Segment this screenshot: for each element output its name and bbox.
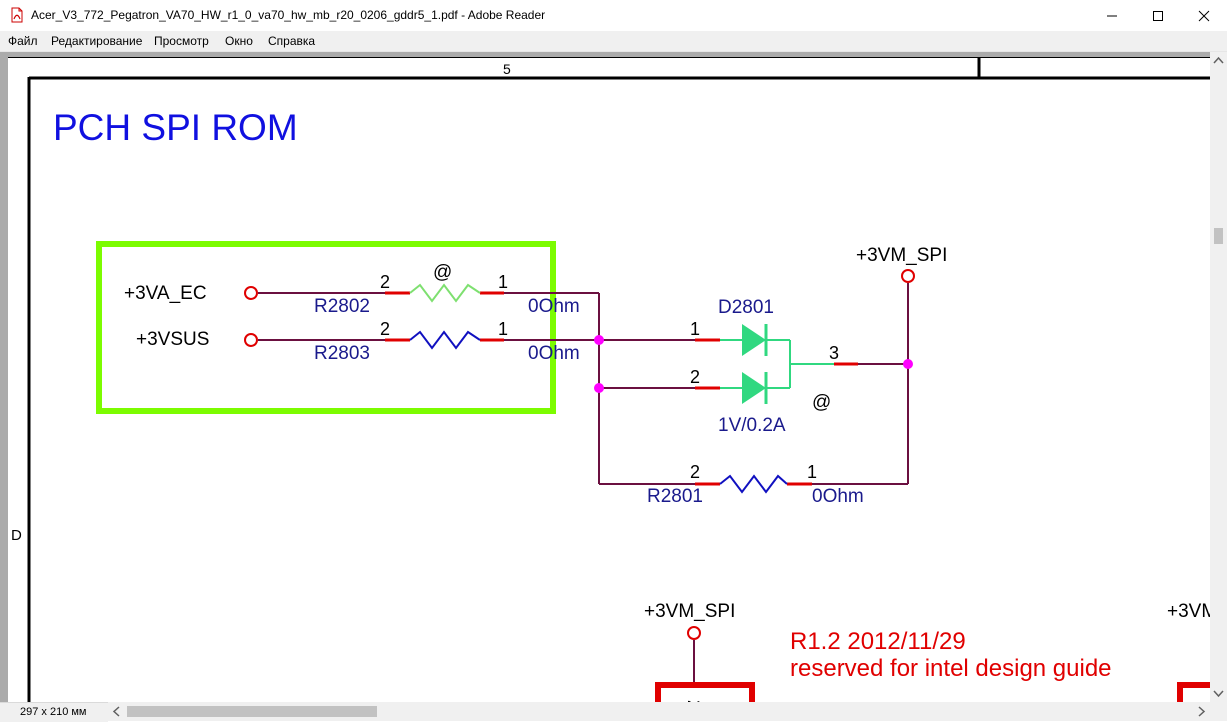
- status-bar: 297 x 210 мм: [0, 702, 108, 722]
- connector-3vm-spi-top: [901, 269, 915, 283]
- scroll-down-icon[interactable]: [1210, 685, 1227, 702]
- revision-note-line2: reserved for intel design guide: [790, 655, 1112, 682]
- maximize-icon: [1153, 10, 1163, 21]
- drawing-frame: [8, 57, 1210, 702]
- assembly-marker: @: [812, 392, 831, 413]
- schematic-title: PCH SPI ROM: [53, 107, 298, 148]
- vertical-scrollbar[interactable]: [1210, 52, 1227, 702]
- net-label-3vm-spi: +3VM_SPI: [856, 245, 947, 266]
- connector-3vm-spi-bottom: [687, 626, 701, 640]
- net-label-3vm-spi-bottom: +3VM_SPI: [644, 601, 735, 622]
- pdf-file-icon: [11, 7, 23, 23]
- horizontal-scrollbar[interactable]: [108, 702, 1210, 721]
- pin-number: 2: [380, 319, 390, 339]
- chip-outline-right: [1177, 682, 1210, 702]
- net-label-3vsus: +3VSUS: [136, 329, 209, 350]
- ref-r2803: R2803: [314, 343, 370, 364]
- connector-3va-ec: [244, 286, 258, 300]
- pin-number: 3: [829, 343, 839, 363]
- net-label-3vm-right: +3VM: [1167, 601, 1210, 622]
- pin-number: 1: [690, 319, 700, 339]
- pin-stubs: [385, 291, 858, 486]
- menu-bar: Файл Редактирование Просмотр Окно Справк…: [0, 31, 1227, 52]
- schematic-canvas: 5 D PCH SPI ROM: [8, 57, 1210, 702]
- wires: [258, 283, 909, 685]
- row-letter: D: [11, 527, 22, 544]
- chip-outline: [655, 682, 755, 702]
- menu-view[interactable]: Просмотр: [154, 34, 209, 48]
- ref-r2801: R2801: [647, 486, 703, 507]
- minimize-icon: [1107, 15, 1117, 16]
- close-button[interactable]: [1181, 0, 1227, 31]
- junction-dot: [594, 383, 604, 393]
- minimize-button[interactable]: [1089, 0, 1135, 31]
- pin-number: 2: [380, 272, 390, 292]
- window-title: Acer_V3_772_Pegatron_VA70_HW_r1_0_va70_h…: [31, 8, 546, 22]
- junction-dot: [903, 359, 913, 369]
- net-label-3va-ec: +3VA_EC: [124, 283, 207, 304]
- connector-3vsus: [244, 333, 258, 347]
- page-size-label: 297 x 210 мм: [20, 706, 87, 718]
- rating-d2801: 1V/0.2A: [718, 415, 786, 436]
- close-icon: [1198, 10, 1210, 21]
- menu-file[interactable]: Файл: [8, 34, 38, 48]
- scroll-left-icon[interactable]: [108, 702, 125, 721]
- vertical-scroll-thumb[interactable]: [1214, 228, 1223, 244]
- value-r2802: 0Ohm: [528, 296, 580, 317]
- scroll-up-icon[interactable]: [1210, 52, 1227, 69]
- pin-number: 1: [498, 272, 508, 292]
- scroll-right-icon[interactable]: [1193, 702, 1210, 721]
- value-r2801: 0Ohm: [812, 486, 864, 507]
- column-number: 5: [503, 61, 511, 77]
- diode-d2801-symbol: [720, 324, 834, 404]
- chip-pin-number: 2: [684, 700, 704, 702]
- pin-number: 1: [807, 462, 817, 482]
- menu-edit[interactable]: Редактирование: [51, 34, 143, 48]
- document-area: 5 D PCH SPI ROM: [0, 52, 1210, 702]
- value-r2803: 0Ohm: [528, 343, 580, 364]
- pin-number: 2: [690, 367, 700, 387]
- pin-number: 2: [690, 462, 700, 482]
- junction-dot: [594, 335, 604, 345]
- menu-window[interactable]: Окно: [225, 34, 253, 48]
- horizontal-scroll-thumb[interactable]: [127, 706, 377, 717]
- menu-help[interactable]: Справка: [268, 34, 316, 48]
- resistor-r2803-symbol: [409, 330, 481, 350]
- resistor-r2802-symbol: [409, 283, 481, 303]
- revision-note-line1: R1.2 2012/11/29: [790, 628, 966, 655]
- scrollbar-corner: [1210, 702, 1227, 721]
- pin-number: 1: [498, 319, 508, 339]
- assembly-marker: @: [433, 262, 452, 283]
- ref-r2802: R2802: [314, 296, 370, 317]
- pdf-page: 5 D PCH SPI ROM: [8, 57, 1210, 702]
- highlight-box: [96, 241, 556, 414]
- maximize-button[interactable]: [1135, 0, 1181, 31]
- title-bar: Acer_V3_772_Pegatron_VA70_HW_r1_0_va70_h…: [0, 0, 1227, 31]
- resistor-r2801-symbol: [719, 474, 788, 494]
- ref-d2801: D2801: [718, 297, 774, 318]
